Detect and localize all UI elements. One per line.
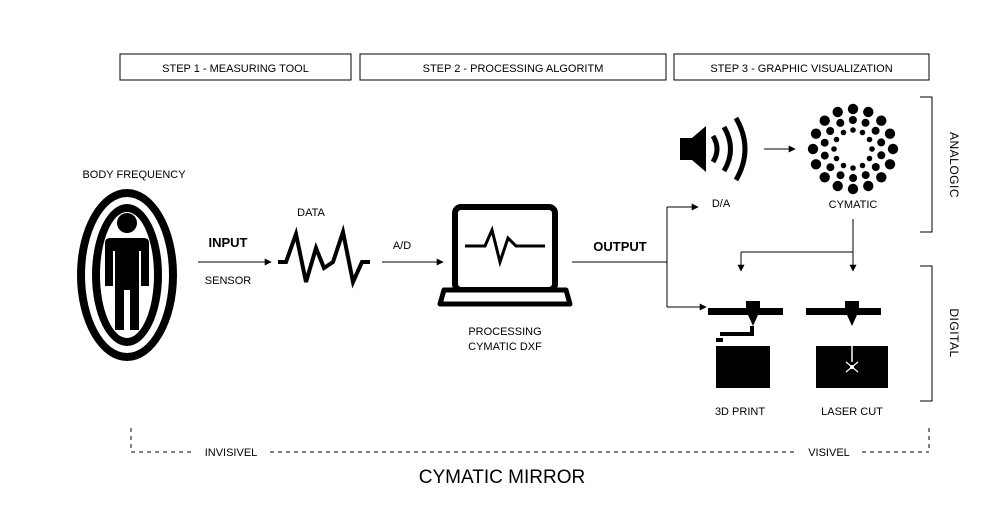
step-3-box: STEP 3 - GRAPHIC VISUALIZATION — [673, 53, 930, 81]
processing-label-line2: CYMATIC DXF — [468, 341, 542, 353]
ad-label: A/D — [393, 240, 411, 252]
cymatic-dot — [832, 180, 843, 192]
cymatic-dot — [840, 129, 847, 136]
cymatic-dot — [840, 162, 847, 169]
step-2-box: STEP 2 - PROCESSING ALGORITM — [359, 53, 667, 81]
cymatic-dot — [884, 128, 896, 139]
cymatic-dot — [832, 106, 843, 118]
cymatic-dot — [877, 151, 886, 160]
diagram-title: CYMATIC MIRROR — [419, 467, 585, 488]
output-connector — [572, 203, 707, 311]
cymatic-dot — [807, 143, 819, 155]
invisible-visible-bracket — [130, 428, 930, 453]
cymatic-dot — [869, 146, 875, 152]
da-label: D/A — [712, 198, 731, 210]
laser-cut-label: LASER CUT — [821, 406, 883, 418]
cymatic-dot — [850, 165, 856, 171]
visivel-label: VISIVEL — [808, 447, 850, 459]
cymatic-dot — [871, 163, 880, 171]
sensor-label: SENSOR — [205, 275, 252, 287]
cymatic-dot — [810, 128, 822, 139]
person-aura-icon — [77, 189, 177, 361]
processing-label-line1: PROCESSING — [468, 326, 541, 338]
digital-label: DIGITAL — [947, 308, 961, 357]
digital-bracket — [920, 265, 933, 402]
laser-cutter-icon — [806, 301, 888, 388]
invisivel-label: INVISIVEL — [205, 447, 258, 459]
cymatic-dot — [847, 103, 859, 115]
cymatic-pattern-icon — [807, 103, 899, 195]
analogic-bracket — [920, 96, 933, 233]
cymatic-to-digital-connector — [737, 219, 857, 272]
cymatic-dot — [848, 116, 857, 124]
cymatic-dot — [859, 162, 866, 169]
laptop-icon — [437, 204, 573, 307]
cymatic-dot — [876, 172, 887, 183]
body-frequency-label: BODY FREQUENCY — [82, 169, 186, 181]
cymatic-dot — [861, 171, 870, 180]
cymatic-dot — [833, 136, 840, 143]
cymatic-dot — [820, 138, 829, 147]
cymatic-dot — [859, 129, 866, 136]
cymatic-dot — [876, 115, 887, 126]
cymatic-dot — [847, 183, 859, 195]
cymatic-dot — [836, 118, 845, 127]
input-label: INPUT — [209, 235, 248, 250]
step-3-label: STEP 3 - GRAPHIC VISUALIZATION — [710, 63, 892, 75]
waveform-icon — [278, 224, 370, 289]
data-label: DATA — [297, 207, 325, 219]
3d-print-label: 3D PRINT — [715, 406, 765, 418]
cymatic-dot — [863, 180, 874, 192]
cymatic-label: CYMATIC — [829, 199, 878, 211]
cymatic-dot — [887, 143, 899, 155]
step-2-label: STEP 2 - PROCESSING ALGORITM — [423, 63, 604, 75]
cymatic-dot — [836, 171, 845, 180]
cymatic-dot — [826, 163, 835, 172]
cymatic-dot — [884, 159, 896, 170]
cymatic-dot — [871, 126, 880, 135]
cymatic-dot — [826, 127, 835, 135]
cymatic-dot — [833, 155, 840, 162]
cymatic-dot — [819, 115, 830, 126]
cymatic-dot — [877, 138, 886, 147]
cymatic-dot — [866, 155, 873, 162]
analogic-label: ANALOGIC — [947, 132, 961, 198]
cymatic-dot — [849, 174, 858, 182]
3d-printer-icon — [708, 301, 783, 388]
cymatic-dot — [820, 151, 829, 160]
cymatic-dot — [831, 146, 837, 152]
cymatic-dot — [863, 106, 874, 118]
step-1-label: STEP 1 - MEASURING TOOL — [162, 63, 309, 75]
cymatic-dot — [850, 127, 856, 133]
cymatic-dot — [819, 172, 830, 183]
speaker-icon — [680, 116, 748, 182]
output-label: OUTPUT — [593, 239, 647, 254]
step-1-box: STEP 1 - MEASURING TOOL — [119, 53, 352, 81]
cymatic-dot — [866, 136, 873, 143]
cymatic-dot — [861, 118, 870, 127]
cymatic-dot — [810, 159, 822, 170]
